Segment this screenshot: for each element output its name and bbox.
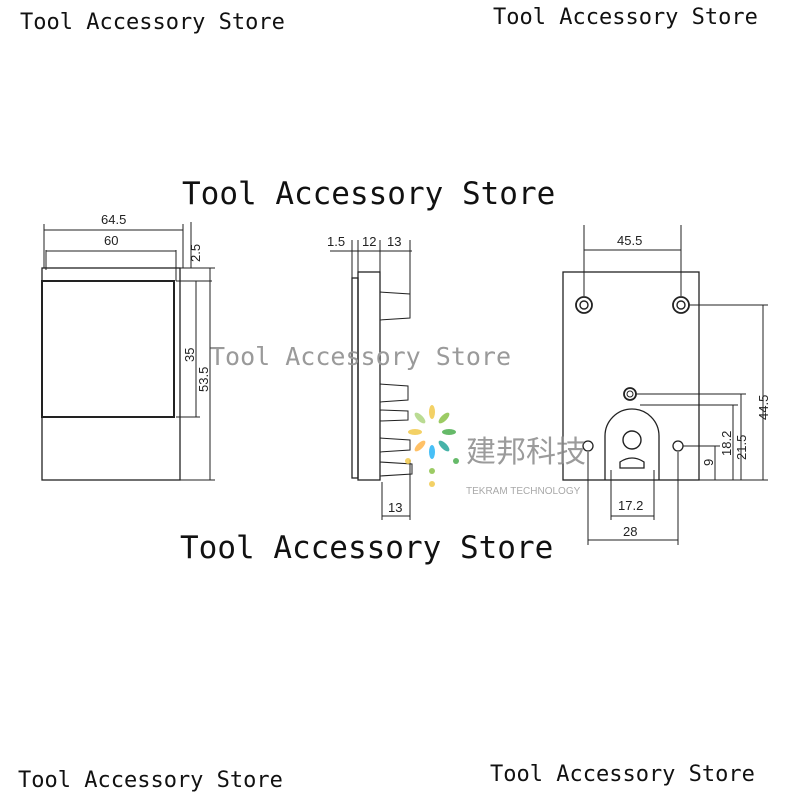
side-top-boss (379, 291, 411, 321)
watermark-middle: Tool Accessory Store (210, 342, 512, 371)
rear-view-labels: 45.5 44.5 21.5 18.2 9 17.2 28 (617, 233, 771, 539)
dim-rear-adjuster-height: 21.5 (734, 435, 749, 460)
dim-rear-base: 9 (701, 459, 716, 466)
dim-rear-terminal-spacing: 17.2 (618, 498, 643, 513)
rear-body (562, 271, 700, 481)
dim-side-body: 12 (362, 234, 376, 249)
dim-rear-side-holes-height: 18.2 (719, 431, 734, 456)
front-view-labels: 64.5 60 2.5 35 53.5 (101, 212, 211, 392)
rear-adjuster-hole (623, 387, 637, 401)
side-mid-boss (379, 383, 409, 403)
watermark-top-left: Tool Accessory Store (20, 10, 285, 35)
rear-view (562, 225, 768, 545)
dim-rear-hole-spacing: 45.5 (617, 233, 642, 248)
logo-name-en: TEKRAM TECHNOLOGY (466, 486, 581, 497)
dim-front-inner-height: 35 (182, 348, 197, 362)
dim-side-bottom-terminal: 13 (388, 500, 402, 515)
dim-front-inner-width: 60 (104, 233, 118, 248)
logo-flower-icon (405, 405, 459, 487)
rear-side-hole-left (582, 440, 594, 452)
logo-name-cn: 建邦科技 (466, 435, 586, 470)
watermark-middle-bottom: Tool Accessory Store (180, 530, 554, 566)
tekram-logo: 建邦科技 TEKRAM TECHNOLOGY (405, 405, 586, 497)
dim-rear-side-hole-spacing: 28 (623, 524, 637, 539)
watermark-top-right: Tool Accessory Store (493, 5, 758, 30)
side-terminal-3 (379, 461, 413, 477)
front-outer-frame (41, 267, 181, 481)
rear-terminal-housing (604, 408, 660, 480)
rear-top-hole-left (575, 296, 593, 314)
rear-terminal-center (622, 430, 642, 450)
dim-side-terminal: 13 (387, 234, 401, 249)
side-terminal-1 (379, 409, 409, 422)
side-flange (351, 277, 359, 479)
side-view-labels: 1.5 12 13 13 (327, 234, 402, 515)
watermark-bottom-right: Tool Accessory Store (490, 762, 755, 787)
dim-front-outer-height: 53.5 (196, 367, 211, 392)
watermark-middle-top: Tool Accessory Store (182, 176, 556, 212)
rear-side-hole-right (672, 440, 684, 452)
side-body (357, 271, 381, 481)
front-view (41, 222, 215, 481)
dim-side-flange: 1.5 (327, 234, 345, 249)
watermark-bottom-left: Tool Accessory Store (18, 768, 283, 793)
dim-front-outer-width: 64.5 (101, 212, 126, 227)
front-window (41, 280, 175, 418)
side-view (330, 240, 413, 520)
side-terminal-2 (379, 437, 411, 453)
rear-top-hole-right (672, 296, 690, 314)
dim-rear-top-hole-height: 44.5 (756, 395, 771, 420)
dim-front-top-offset: 2.5 (188, 244, 203, 262)
